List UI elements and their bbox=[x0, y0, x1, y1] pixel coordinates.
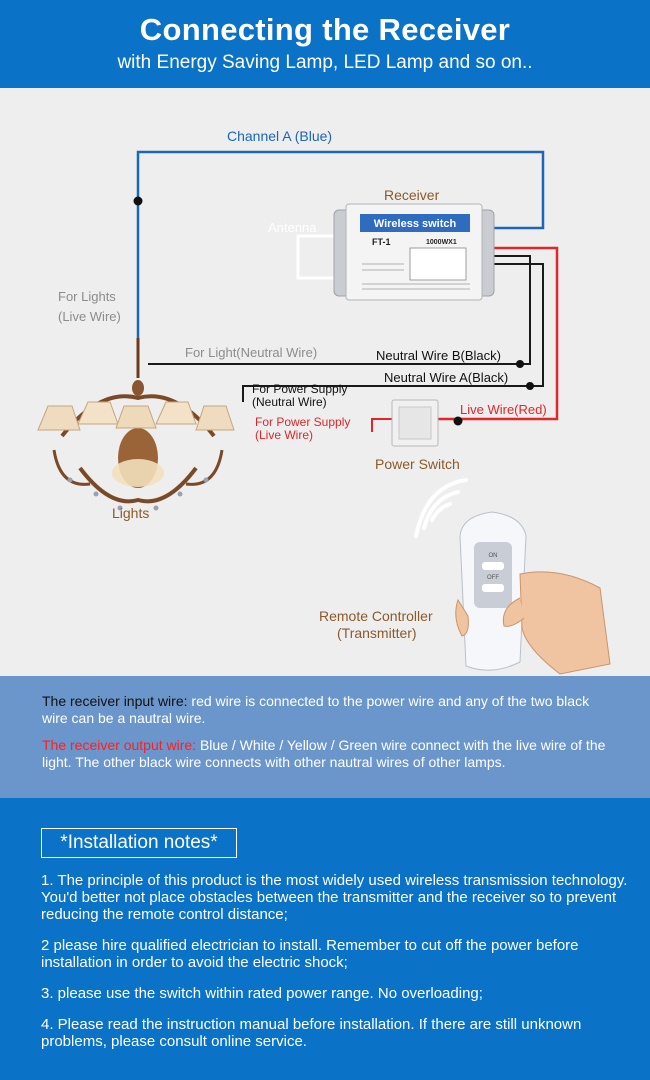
neutral-a-label: Neutral Wire A(Black) bbox=[384, 370, 509, 385]
signal-waves-icon bbox=[414, 478, 468, 538]
input-wire-text: red wire is connected to the power wire … bbox=[42, 693, 590, 726]
notes-title-box: *Installation notes* bbox=[41, 828, 237, 858]
transmitter-label: (Transmitter) bbox=[337, 625, 417, 641]
power-supply-neutral-sub-label: (Neutral Wire) bbox=[252, 395, 327, 409]
note-item-3: 3. please use the switch within rated po… bbox=[41, 985, 483, 1002]
neutral-a-junction bbox=[526, 382, 534, 390]
input-wire-key: The receiver input wire: bbox=[42, 693, 188, 709]
output-wire-text: Blue / White / Yellow / Green wire conne… bbox=[42, 737, 606, 770]
power-supply-live-label: For Power Supply bbox=[255, 415, 351, 429]
output-wire-paragraph: The receiver output wire: Blue / White /… bbox=[42, 737, 612, 771]
power-supply-neutral-label: For Power Supply bbox=[252, 382, 348, 396]
live-wire-red bbox=[438, 246, 559, 421]
note-item-1: 1. The principle of this product is the … bbox=[41, 872, 628, 923]
neutral-b-wire bbox=[148, 255, 531, 365]
channel-a-label: Channel A (Blue) bbox=[227, 128, 333, 144]
note-item-4: 4. Please read the instruction manual be… bbox=[41, 1016, 582, 1050]
input-wire-paragraph: The receiver input wire: red wire is con… bbox=[42, 693, 612, 727]
receiver-panel-title: Wireless switch bbox=[374, 218, 457, 230]
remote-controller-illustration: ON OFF bbox=[455, 511, 611, 675]
page-title: Connecting the Receiver bbox=[139, 12, 511, 47]
power-live-wire bbox=[371, 418, 392, 432]
live-wire-label: Live Wire(Red) bbox=[460, 402, 547, 417]
for-lights-label: For Lights bbox=[58, 289, 116, 304]
receiver-label: Receiver bbox=[384, 187, 440, 203]
chandelier-illustration bbox=[37, 338, 235, 511]
wiring-svg: Wireless switch FT-1 1000WX1 bbox=[37, 150, 611, 675]
neutral-a-wire bbox=[242, 263, 544, 402]
remote-controller-label: Remote Controller bbox=[319, 608, 433, 624]
neutral-b-label: Neutral Wire B(Black) bbox=[376, 348, 501, 363]
neutral-b-junction bbox=[516, 360, 524, 368]
power-switch-body bbox=[391, 399, 439, 447]
notes-title: *Installation notes* bbox=[60, 832, 218, 853]
header-banner: Connecting the Receiver with Energy Savi… bbox=[0, 0, 650, 88]
channel-a-junction bbox=[133, 196, 143, 206]
note-item-2: 2 please hire qualified electrician to i… bbox=[41, 937, 579, 971]
installation-notes-panel: *Installation notes* 1. The principle of… bbox=[0, 798, 650, 1080]
power-switch-label: Power Switch bbox=[375, 456, 460, 472]
for-light-neutral-label: For Light(Neutral Wire) bbox=[185, 345, 318, 360]
wire-info-panel: The receiver input wire: red wire is con… bbox=[0, 676, 650, 798]
page-subtitle: with Energy Saving Lamp, LED Lamp and so… bbox=[117, 52, 533, 73]
remote-on-label: ON bbox=[489, 553, 498, 559]
remote-off-label: OFF bbox=[487, 575, 499, 581]
antenna-label: Antenna bbox=[268, 220, 317, 235]
for-lights-live-label: (Live Wire) bbox=[58, 309, 121, 324]
lights-label: Lights bbox=[112, 505, 150, 521]
channel-a-wire bbox=[136, 150, 545, 338]
receiver-unit: Wireless switch FT-1 1000WX1 bbox=[333, 203, 495, 301]
receiver-model: FT-1 bbox=[372, 237, 391, 247]
output-wire-key: The receiver output wire: bbox=[42, 737, 197, 753]
live-junction bbox=[453, 416, 463, 426]
antenna-wire bbox=[296, 234, 346, 280]
wiring-diagram: Wireless switch FT-1 1000WX1 bbox=[0, 88, 650, 676]
receiver-power: 1000WX1 bbox=[426, 239, 457, 246]
power-supply-live-sub-label: (Live Wire) bbox=[255, 428, 314, 442]
